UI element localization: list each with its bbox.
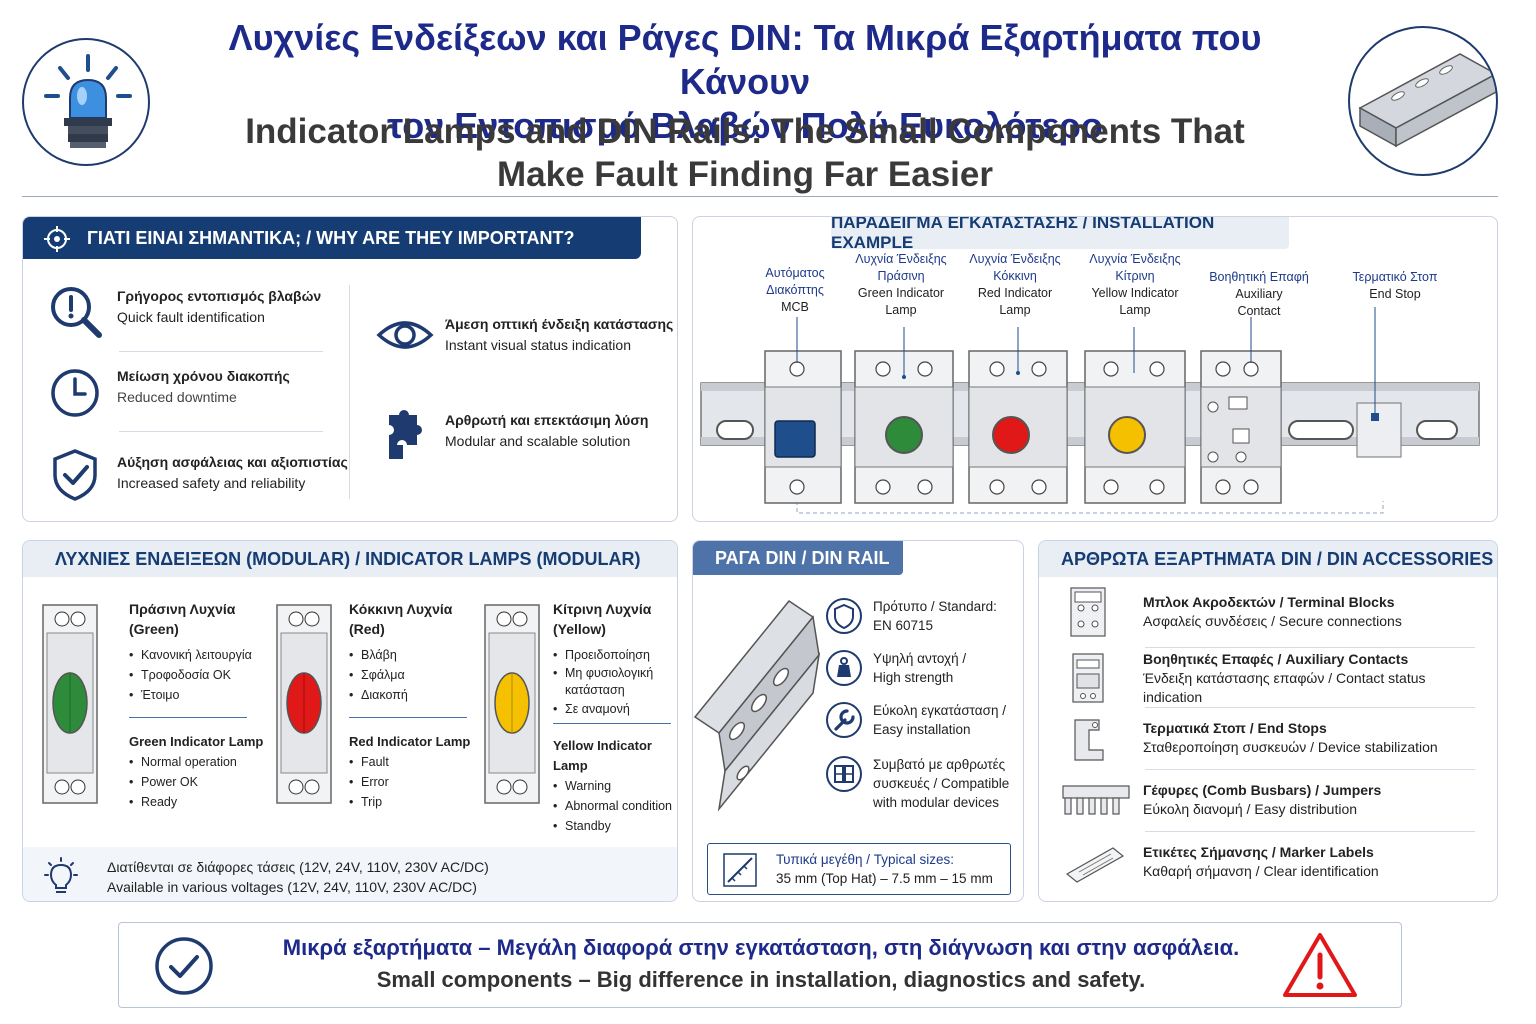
din-rail-illustration xyxy=(693,599,821,812)
divider xyxy=(1145,647,1475,648)
title-greek: Λυχνίες Ενδείξεων και Ράγες DIN: Τα Μικρ… xyxy=(228,17,1262,146)
bottom-message-en: Small components – Big difference in ins… xyxy=(376,967,1146,992)
acc-marker-labels: Ετικέτες Σήμανσης / Marker Labels Καθαρή… xyxy=(1059,833,1485,891)
rail-installation: Εύκολη εγκατάσταση / Easy installation xyxy=(826,701,1006,739)
yellow-lamp-module-icon xyxy=(484,604,540,804)
why-panel-title: ΓΙΑΤΙ ΕΙΝΑΙ ΣΗΜΑΝΤΙΚΑ; / WHY ARE THEY IM… xyxy=(23,217,641,259)
red-lamp-device xyxy=(968,350,1068,504)
label-green-lamp: Λυχνία Ένδειξης Πράσινη Green Indicator … xyxy=(855,252,947,317)
rail-standard: Πρότυπο / Standard: EN 60715 xyxy=(826,597,997,635)
typical-sizes-box: Τυπικά μεγέθη / Typical sizes: 35 mm (To… xyxy=(707,843,1011,895)
typical-sizes-value: 35 mm (Top Hat) – 7.5 mm – 15 mm xyxy=(776,871,993,886)
din-rail-title: ΡΑΓΑ DIN / DIN RAIL xyxy=(693,541,903,575)
voltage-note-en: Available in various voltages (12V, 24V,… xyxy=(107,879,477,895)
bottom-message-gr: Μικρά εξαρτήματα – Μεγάλη διαφορά στην ε… xyxy=(282,935,1240,960)
green-lamp-device xyxy=(854,350,954,504)
why-item-gr: Άμεση οπτική ένδειξη κατάστασης xyxy=(445,316,674,332)
din-accessories-panel: ΑΡΘΡΩΤΑ ΕΞΑΡΤΗΜΑΤΑ DIN / DIN ACCESSORIES… xyxy=(1038,540,1498,902)
terminal-block-icon xyxy=(1070,587,1106,637)
acc-auxiliary-contacts: Βοηθητικές Επαφές / Auxiliary Contacts Έ… xyxy=(1059,649,1485,707)
why-item-gr: Αρθρωτή και επεκτάσιμη λύση xyxy=(445,412,649,428)
bottom-banner: Μικρά εξαρτήματα – Μεγάλη διαφορά στην ε… xyxy=(118,922,1402,1008)
why-item-modular: Αρθρωτή και επεκτάσιμη λύση Modular and … xyxy=(375,405,648,465)
shield-icon xyxy=(826,598,862,634)
label-yellow-lamp: Λυχνία Ένδειξης Κίτρινη Yellow Indicator… xyxy=(1089,252,1181,317)
why-item-visual: Άμεση οπτική ένδειξη κατάστασης Instant … xyxy=(375,305,673,365)
accessories-title-bar xyxy=(1039,541,1497,577)
divider xyxy=(1145,707,1475,708)
ruler-icon xyxy=(723,853,757,887)
rail-strength: Υψηλή αντοχή / High strength xyxy=(826,649,966,687)
puzzle-icon xyxy=(389,410,422,459)
marker-label-icon xyxy=(1065,847,1125,883)
divider xyxy=(1145,769,1475,770)
magnifier-alert-icon xyxy=(51,287,102,338)
target-icon xyxy=(44,226,70,252)
why-title-text: ΓΙΑΤΙ ΕΙΝΑΙ ΣΗΜΑΝΤΙΚΑ; / WHY ARE THEY IM… xyxy=(87,227,575,248)
vertical-divider xyxy=(349,285,350,499)
typical-sizes-label: Τυπικά μεγέθη / Typical sizes: xyxy=(776,852,955,867)
warning-icon xyxy=(1283,933,1357,997)
red-lamp-module-icon xyxy=(276,604,332,804)
accessories-title: ΑΡΘΡΩΤΑ ΕΞΑΡΤΗΜΑΤΑ DIN / DIN ACCESSORIES xyxy=(1061,549,1494,569)
divider xyxy=(1145,831,1475,832)
green-lamp-module-icon xyxy=(42,604,98,804)
comb-busbar-icon xyxy=(1062,785,1130,815)
indicator-lamp-icon xyxy=(22,38,150,166)
end-stop-icon xyxy=(1074,719,1104,761)
label-mcb: Αυτόματος Διακόπτης MCB xyxy=(765,266,825,314)
why-item-gr: Γρήγορος εντοπισμός βλαβών xyxy=(117,288,322,304)
mcb-device xyxy=(764,350,842,504)
voltage-note-gr: Διατίθενται σε διάφορες τάσεις (12V, 24V… xyxy=(107,859,489,875)
why-item-safety: Αύξηση ασφάλειας και αξιοπιστίας Increas… xyxy=(47,445,348,505)
why-item-gr: Μείωση χρόνου διακοπής xyxy=(117,368,290,384)
why-item-en: Instant visual status indication xyxy=(445,337,631,353)
auxiliary-contact-device xyxy=(1200,350,1282,504)
divider xyxy=(119,351,323,352)
installation-title: ΠΑΡΑΔΕΙΓΜΑ ΕΓΚΑΤΑΣΤΑΣΗΣ / INSTALLATION E… xyxy=(831,217,1289,252)
label-end-stop: Τερματικό Στοπ End Stop xyxy=(1352,270,1438,301)
lightbulb-icon xyxy=(44,857,78,893)
rail-compatible: Συμβατό με αρθρωτές συσκευές / Compatibl… xyxy=(826,755,1009,812)
clock-icon xyxy=(51,369,99,417)
why-item-en: Increased safety and reliability xyxy=(117,475,306,491)
voltage-note: Διατίθενται σε διάφορες τάσεις (12V, 24V… xyxy=(23,847,677,901)
header-divider xyxy=(22,196,1498,197)
why-item-quick-fault: Γρήγορος εντοπισμός βλαβών Quick fault i… xyxy=(47,283,321,343)
eye-icon xyxy=(376,321,434,349)
green-lamp-info: Πράσινη Λυχνία (Green) Κανονική λειτουργ… xyxy=(129,599,265,812)
check-circle-icon xyxy=(155,937,213,995)
why-item-en: Modular and scalable solution xyxy=(445,433,631,449)
acc-comb-busbars: Γέφυρες (Comb Busbars) / Jumpers Εύκολη … xyxy=(1059,771,1485,829)
why-item-en: Reduced downtime xyxy=(117,389,237,405)
title-english: Indicator Lamps and DIN Rails: The Small… xyxy=(245,112,1245,194)
divider xyxy=(119,431,323,432)
installation-example-panel: ΠΑΡΑΔΕΙΓΜΑ ΕΓΚΑΤΑΣΤΑΣΗΣ / INSTALLATION E… xyxy=(692,216,1498,522)
why-item-gr: Αύξηση ασφάλειας και αξιοπιστίας xyxy=(117,454,348,470)
auxiliary-contact-icon xyxy=(1072,653,1104,703)
lamps-title-bar xyxy=(23,541,677,577)
weight-icon xyxy=(826,650,862,686)
red-lamp-info: Κόκκινη Λυχνία (Red) Βλάβη Σφάλμα Διακοπ… xyxy=(349,599,479,812)
acc-end-stops: Τερματικά Στοπ / End Stops Σταθεροποίηση… xyxy=(1059,709,1485,767)
why-important-panel: ΓΙΑΤΙ ΕΙΝΑΙ ΣΗΜΑΝΤΙΚΑ; / WHY ARE THEY IM… xyxy=(22,216,678,522)
shield-check-icon xyxy=(53,449,97,501)
modules-icon xyxy=(826,756,862,792)
wrench-icon xyxy=(826,702,862,738)
end-stop-device xyxy=(1356,307,1402,458)
installation-illustration xyxy=(700,307,1480,514)
label-auxiliary: Βοηθητική Επαφή Auxiliary Contact xyxy=(1209,270,1309,318)
din-rail-panel: ΡΑΓΑ DIN / DIN RAIL Πρότυπο / Standard: … xyxy=(692,540,1024,902)
yellow-lamp-device xyxy=(1084,350,1186,504)
din-rail-icon xyxy=(1348,26,1498,176)
acc-terminal-blocks: Μπλοκ Ακροδεκτών / Terminal Blocks Ασφαλ… xyxy=(1059,583,1485,641)
lamps-title: ΛΥΧΝΙΕΣ ΕΝΔΕΙΞΕΩΝ (MODULAR) / INDICATOR … xyxy=(55,549,641,569)
yellow-lamp-info: Κίτρινη Λυχνία (Yellow) Προειδοποίηση Μη… xyxy=(553,599,675,836)
label-red-lamp: Λυχνία Ένδειξης Κόκκινη Red Indicator La… xyxy=(969,252,1061,317)
indicator-lamps-panel: ΛΥΧΝΙΕΣ ΕΝΔΕΙΞΕΩΝ (MODULAR) / INDICATOR … xyxy=(22,540,678,902)
why-item-downtime: Μείωση χρόνου διακοπής Reduced downtime xyxy=(47,363,290,423)
why-item-en: Quick fault identification xyxy=(117,309,265,325)
